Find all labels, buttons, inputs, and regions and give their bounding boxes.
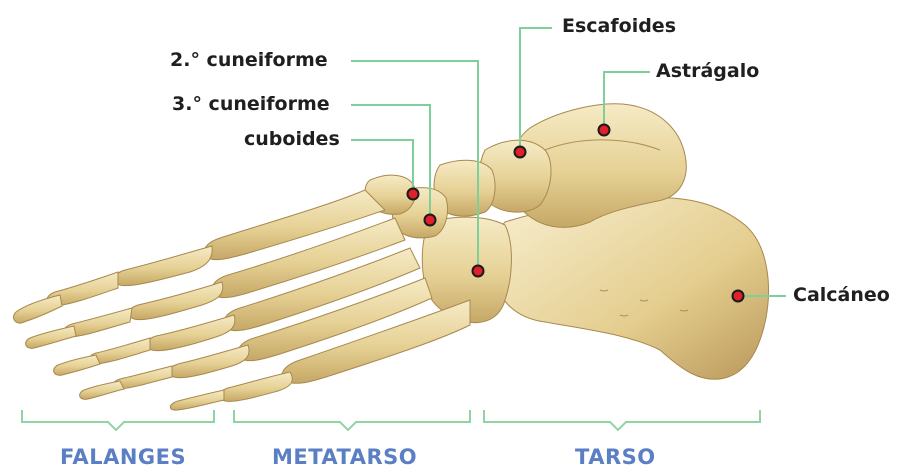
label-calcaneo: Calcáneo [793, 286, 890, 305]
marker-cuneiforme2 [473, 266, 484, 277]
toe-tip-2 [26, 326, 76, 348]
bracket-tarso [484, 410, 760, 430]
toe-tip-4 [80, 381, 124, 399]
section-falanges: FALANGES [60, 447, 186, 468]
phalanx-1 [115, 246, 212, 286]
marker-cuneiforme3 [425, 215, 436, 226]
label-cuboides: cuboides [244, 130, 340, 149]
section-tarso: TARSO [575, 447, 656, 468]
section-metatarso: METATARSO [272, 447, 417, 468]
marker-cuboides [408, 189, 419, 200]
label-escafoides: Escafoides [562, 17, 676, 36]
phalanx-4 [169, 345, 249, 378]
section-brackets [22, 410, 760, 430]
calcaneus-bone [493, 197, 768, 379]
marker-calcaneo [733, 291, 744, 302]
label-astragalo: Astrágalo [656, 62, 759, 81]
bracket-metatarso [234, 410, 470, 430]
phalanx-5 [220, 372, 293, 401]
marker-escafoides [515, 147, 526, 158]
bracket-falanges [22, 410, 214, 430]
toe-tip-3 [54, 355, 100, 375]
toe-tip-1 [14, 295, 62, 323]
label-cuneiforme-3: 3.° cuneiforme [172, 95, 330, 114]
label-cuneiforme-2: 2.° cuneiforme [170, 51, 328, 70]
foot-bones [14, 104, 769, 410]
phalanx-3 [147, 315, 235, 351]
marker-astragalo [599, 125, 610, 136]
distal-phalanx-5 [170, 390, 224, 410]
phalanx-2 [129, 282, 223, 320]
